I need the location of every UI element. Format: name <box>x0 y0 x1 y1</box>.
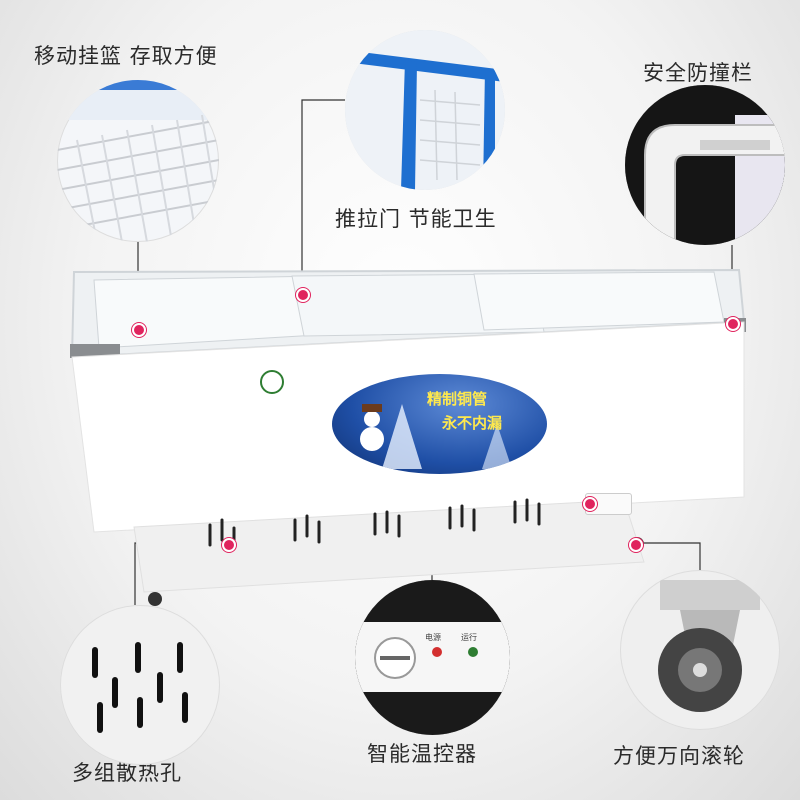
product-banner: 精制铜管 永不内漏 <box>332 374 547 474</box>
banner-line2: 永不内漏 <box>442 414 503 432</box>
marker-vents <box>222 538 236 552</box>
power-label: 电源 <box>425 633 441 642</box>
thermostat-detail-image: 电源 运行 <box>355 580 510 735</box>
callout-bumper: 安全防撞栏 <box>643 61 753 85</box>
caster-detail-image <box>620 570 780 730</box>
callout-basket: 移动挂篮 存取方便 <box>34 44 218 68</box>
vents-detail-image <box>60 605 220 765</box>
marker-sliding-door <box>296 288 310 302</box>
callout-vents: 多组散热孔 <box>72 761 182 785</box>
marker-thermostat <box>583 497 597 511</box>
marker-basket <box>132 323 146 337</box>
basket-detail-image <box>57 80 219 242</box>
brand-emblem <box>260 370 284 394</box>
sliding-door-detail-image <box>345 30 505 190</box>
callout-casters: 方便万向滚轮 <box>613 744 745 768</box>
wheel-left <box>148 592 162 606</box>
bumper-detail-image <box>625 85 785 245</box>
base-vents <box>208 498 541 550</box>
marker-casters <box>629 538 643 552</box>
run-label: 运行 <box>461 633 477 642</box>
callout-sliding-door: 推拉门 节能卫生 <box>335 207 497 231</box>
banner-line1: 精制铜管 <box>427 390 488 408</box>
callout-thermostat: 智能温控器 <box>367 742 477 766</box>
marker-bumper <box>726 317 740 331</box>
